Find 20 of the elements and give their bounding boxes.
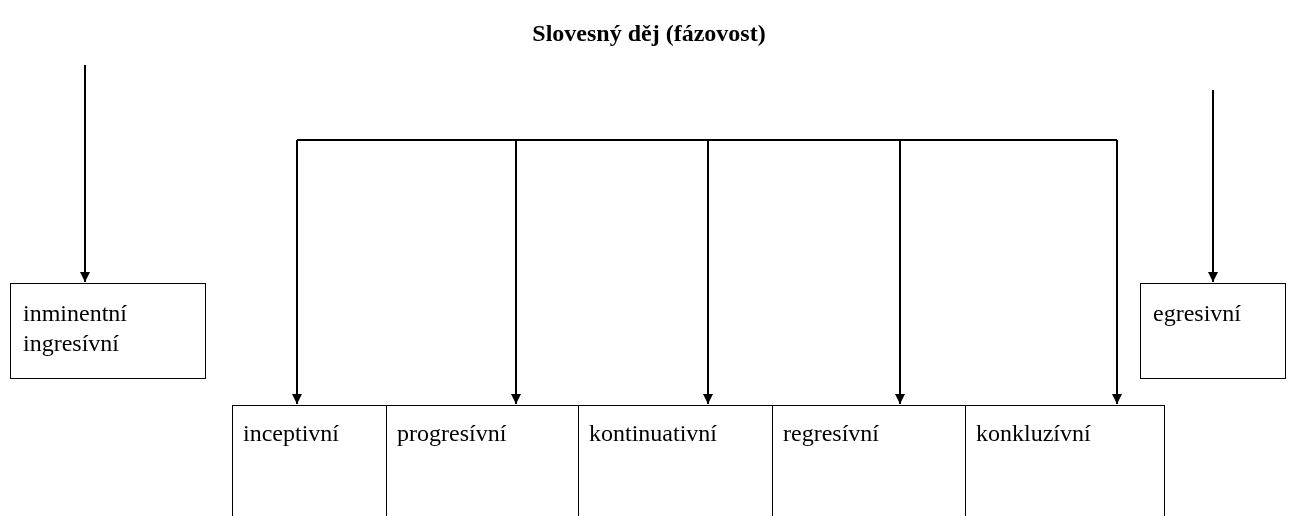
term-label: konkluzívní [976,419,1091,448]
arrow [1208,89,1218,283]
term-label: egresivní [1153,299,1241,328]
arrow [1112,139,1122,405]
arrow [292,139,302,405]
arrow [703,139,713,405]
arrow [895,139,905,405]
term-label: regresívní [783,419,879,448]
term-box [10,283,206,379]
term-label: inceptivní [243,419,339,448]
table-cell [965,405,1165,516]
diagram-title: Slovesný děj (fázovost) [531,20,767,47]
arrow [80,64,90,283]
term-label: kontinuativní [589,419,717,448]
arrow [511,139,521,405]
term-box [1140,283,1286,379]
term-label: inminentní ingresívní [23,299,128,358]
table-cell [232,405,387,516]
bracket-line [296,139,1118,141]
term-label: progresívní [397,419,507,448]
